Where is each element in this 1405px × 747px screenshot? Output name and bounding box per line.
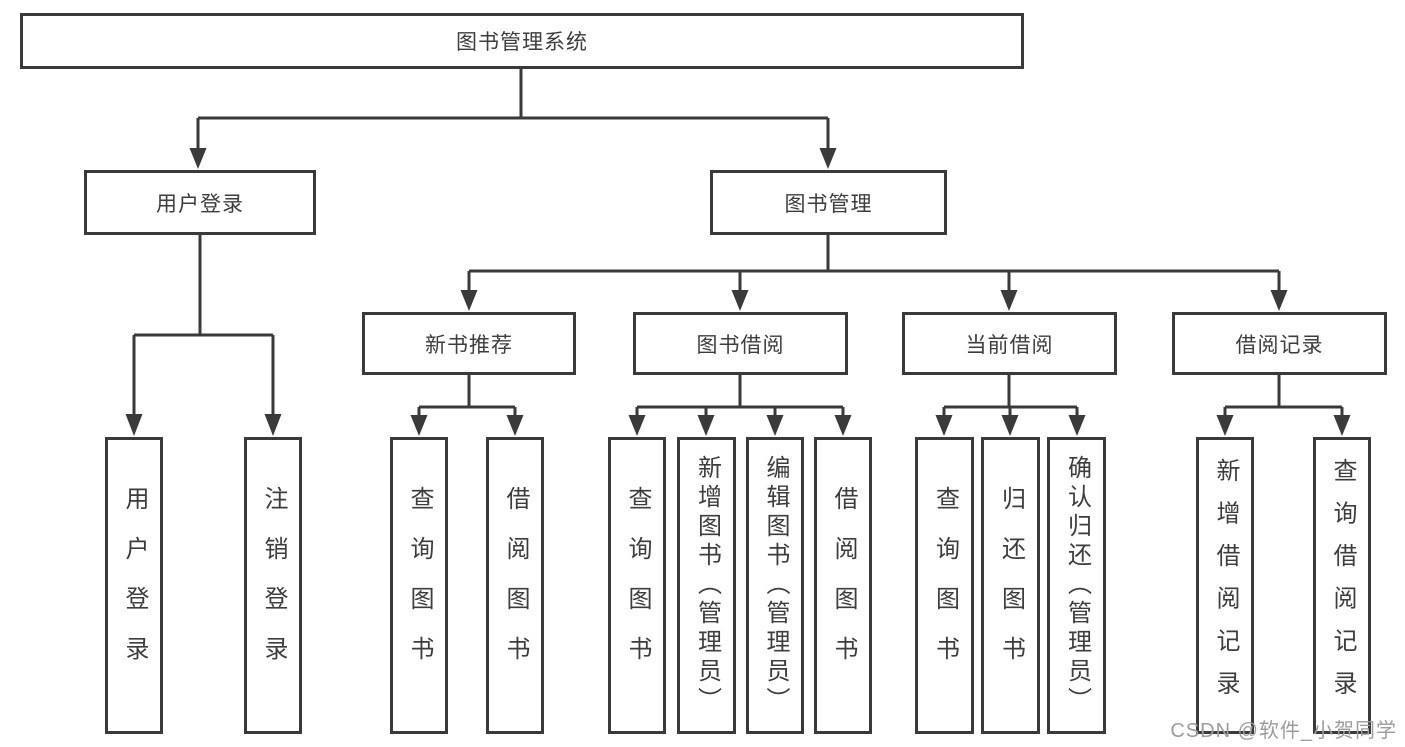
node-label: 借阅记录 (1235, 333, 1324, 357)
book-borrow-branch-connector (635, 375, 845, 417)
leaf-return-books: 归还图书 (981, 437, 1040, 734)
arrow-icon (506, 415, 524, 436)
leaf-label: 新增借阅记录 (1212, 458, 1239, 713)
arrow-icon (697, 415, 715, 436)
arrow-icon (1001, 415, 1019, 436)
leaf-borrow-books-recommend: 借阅图书 (486, 437, 544, 734)
leaf-label: 用户登录 (121, 485, 148, 686)
leaf-query-books-borrow: 查询图书 (608, 437, 666, 734)
node-label: 图书借阅 (696, 333, 785, 357)
leaf-label: 借阅图书 (502, 485, 529, 686)
arrow-icon (1270, 290, 1288, 311)
arrow-icon (731, 290, 749, 311)
leaf-borrow-books: 借阅图书 (814, 437, 872, 734)
current-borrow-branch-connector (942, 375, 1079, 417)
leaf-label: 归还图书 (997, 485, 1025, 686)
arrow-icon (628, 415, 646, 436)
node-borrow-records: 借阅记录 (1172, 312, 1387, 375)
node-label: 图书管理 (784, 192, 873, 216)
leaf-label: 查询图书 (931, 485, 959, 686)
node-user-login: 用户登录 (84, 170, 316, 235)
arrow-icon (264, 414, 282, 436)
node-new-book-recommend: 新书推荐 (362, 312, 576, 375)
leaf-logout: 注销登录 (244, 437, 302, 734)
arrow-icon (935, 415, 953, 436)
node-label: 当前借阅 (965, 333, 1054, 357)
arrow-icon (766, 415, 784, 436)
arrow-icon (410, 415, 428, 436)
arrow-icon (125, 414, 143, 436)
trunk-connector (196, 69, 830, 150)
leaf-add-borrow-record: 新增借阅记录 (1196, 437, 1254, 734)
arrow-icon (834, 415, 852, 436)
arrow-icon (189, 148, 207, 169)
leaf-label: 确认归还（管理员） (1063, 455, 1091, 716)
arrowheads (125, 148, 1351, 436)
arrow-icon (460, 290, 478, 311)
node-label: 图书管理系统 (456, 31, 588, 54)
leaf-label: 借阅图书 (830, 485, 857, 686)
node-book-management: 图书管理 (710, 170, 947, 235)
leaf-label: 编辑图书（管理员） (762, 455, 789, 716)
leaf-confirm-return-admin: 确认归还（管理员） (1047, 437, 1106, 734)
node-label: 新书推荐 (425, 333, 513, 357)
arrow-icon (1068, 415, 1086, 436)
arrow-icon (1333, 415, 1351, 436)
leaf-edit-books-admin: 编辑图书（管理员） (746, 437, 804, 734)
node-library-management-system: 图书管理系统 (20, 13, 1024, 69)
leaf-query-books-current: 查询图书 (915, 437, 974, 734)
leaf-label: 新增图书（管理员） (693, 455, 721, 716)
arrow-icon (1216, 415, 1234, 436)
leaf-query-books-recommend: 查询图书 (390, 437, 448, 734)
arrow-icon (1000, 290, 1018, 311)
node-book-borrow: 图书借阅 (633, 312, 848, 375)
leaf-user-login: 用户登录 (105, 437, 163, 734)
node-current-borrow: 当前借阅 (902, 312, 1117, 375)
borrow-records-branch-connector (1223, 375, 1344, 417)
leaf-label: 查询图书 (624, 485, 651, 686)
arrow-icon (819, 148, 837, 169)
mgmt-branch-connector (467, 235, 1281, 292)
leaf-label: 查询图书 (406, 485, 433, 686)
leaf-label: 查询借阅记录 (1329, 458, 1356, 713)
leaf-query-borrow-record: 查询借阅记录 (1313, 437, 1371, 734)
node-label: 用户登录 (156, 192, 244, 216)
login-branch-connector (132, 235, 275, 416)
leaf-add-books-admin: 新增图书（管理员） (677, 437, 736, 734)
leaf-label: 注销登录 (260, 485, 287, 686)
new-book-branch-connector (417, 375, 517, 417)
